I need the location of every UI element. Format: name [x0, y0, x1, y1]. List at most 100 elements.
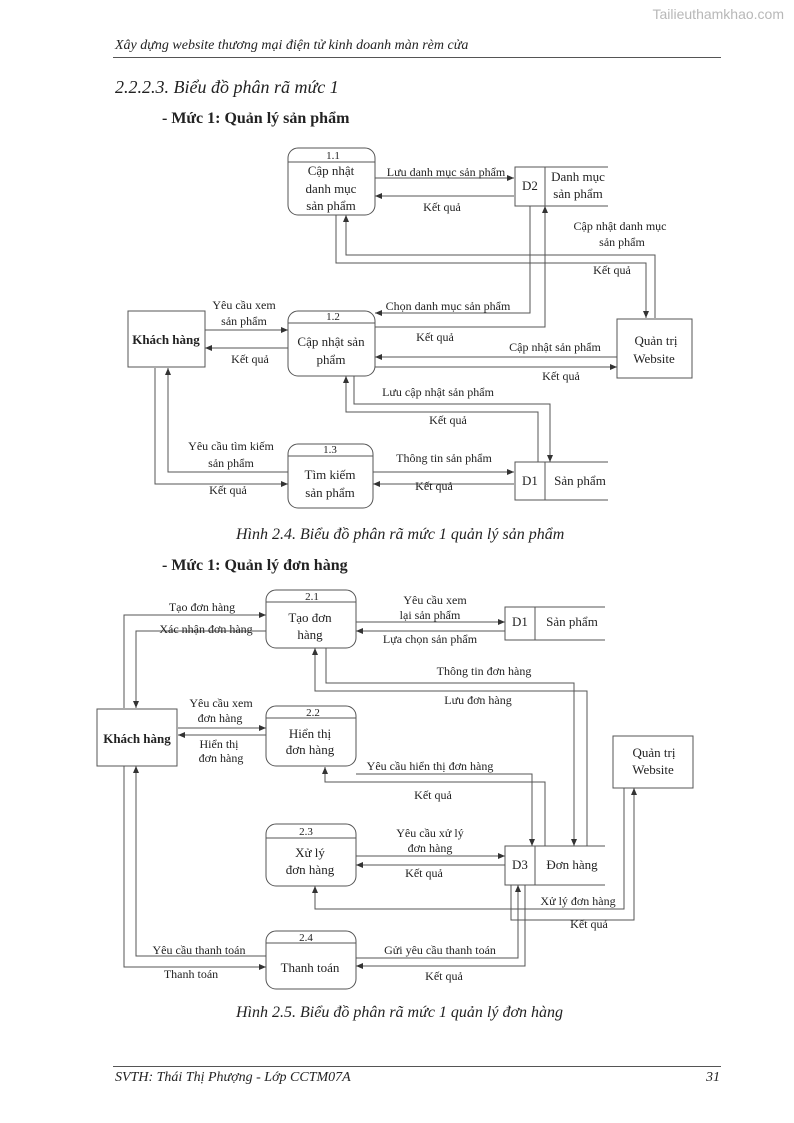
entity-quan-tri-2-line2: Website	[632, 762, 674, 777]
label-thanh-toan: Thanh toán	[164, 967, 218, 981]
subheading-product: - Mức 1: Quản lý sản phẩm	[162, 110, 350, 127]
label-yc-xem-dh-2: đơn hàng	[198, 711, 243, 725]
datastore-d2-name-1: Danh mục	[551, 169, 605, 184]
process-1-2-number: 1.2	[326, 311, 340, 323]
process-1-3[interactable]	[287, 443, 374, 509]
label-kq-23: Kết quả	[405, 866, 443, 880]
entity-khach-hang-2-label: Khách hàng	[103, 731, 171, 746]
label-hien-thi-2: đơn hàng	[199, 751, 244, 765]
label-luu-cn: Lưu cập nhật sản phẩm	[382, 385, 494, 399]
label-cn-dm-2: sản phẩm	[599, 235, 645, 249]
label-cn-sp: Cập nhật sản phẩm	[509, 340, 601, 354]
process-2-1[interactable]	[265, 589, 357, 649]
label-yc-xu-ly-2: đơn hàng	[408, 841, 453, 855]
dfd-product-management: Khách hàng Quản trị Website 1.1 Cập nhật…	[127, 147, 693, 509]
process-2-1-label-2: hàng	[297, 627, 323, 642]
process-2-3-number: 2.3	[299, 826, 313, 838]
label-yc-tim-1: Yêu cầu tìm kiếm	[188, 439, 274, 453]
figure-caption-2: Hình 2.5. Biểu đồ phân rã mức 1 quản lý …	[236, 1004, 564, 1021]
subheading-order: - Mức 1: Quản lý đơn hàng	[162, 557, 348, 574]
entity-khach-hang-1[interactable]	[127, 310, 206, 368]
datastore-d2-name-2: sản phẩm	[553, 186, 602, 201]
process-2-2-number: 2.2	[306, 707, 320, 719]
process-2-2-label-2: đơn hàng	[286, 742, 335, 757]
process-2-2[interactable]	[265, 705, 357, 767]
label-yc-tim-2: sản phẩm	[208, 456, 254, 470]
label-kq-13: Kết quả	[209, 483, 247, 497]
datastore-d2-id: D2	[522, 178, 538, 193]
label-yc-xem-lai-1: Yêu cầu xem	[403, 593, 467, 607]
flow-luu-dh	[312, 648, 588, 846]
datastore-d1-orders-name: Sản phẩm	[546, 614, 598, 629]
datastore-d1-orders[interactable]	[504, 606, 605, 641]
entity-khach-hang-1-label: Khách hàng	[132, 332, 200, 347]
figure-caption-1: Hình 2.4. Biểu đồ phân rã mức 1 quản lý …	[236, 526, 565, 543]
entity-khach-hang-2[interactable]	[96, 708, 178, 767]
flow-tt-dh	[325, 648, 577, 846]
process-2-3[interactable]	[265, 823, 357, 887]
datastore-d1[interactable]	[514, 461, 608, 501]
flow-kq-22	[322, 767, 546, 846]
flow-tao-dh	[123, 612, 266, 708]
flow-gui-yc-tt	[356, 885, 521, 959]
label-chon-dm: Chọn danh mục sản phẩm	[386, 299, 511, 313]
label-kq-qt1: Kết quả	[593, 263, 631, 277]
datastore-d1-id: D1	[522, 473, 538, 488]
label-luu-dm: Lưu danh mục sản phẩm	[387, 165, 506, 179]
datastore-d1-name: Sản phẩm	[554, 473, 606, 488]
datastore-d3[interactable]	[504, 845, 605, 886]
entity-quan-tri-2-line1: Quản trị	[633, 745, 676, 760]
label-xu-ly-dh: Xử lý đơn hàng	[540, 894, 615, 908]
page-number: 31	[706, 1070, 720, 1085]
flow-kq-qt1	[343, 215, 656, 318]
label-kq-qt2: Kết quả	[542, 369, 580, 383]
flow-kq-qt	[510, 788, 637, 921]
flow-xn-dh	[133, 630, 266, 708]
label-kq-qt: Kết quả	[570, 917, 608, 931]
watermark: Tailieuthamkhao.com	[652, 6, 784, 22]
flow-kq-13	[154, 368, 288, 487]
flow-kq-12a	[375, 206, 548, 328]
footer-divider	[113, 1066, 721, 1067]
label-lua-chon: Lựa chọn sản phẩm	[383, 632, 478, 646]
process-1-1-label-3: sản phẩm	[306, 198, 355, 213]
label-luu-dh: Lưu đơn hàng	[444, 693, 512, 707]
datastore-d2[interactable]	[514, 166, 608, 207]
label-cn-dm-1: Cập nhật danh mục	[574, 219, 667, 233]
process-1-2-label-1: Cập nhật sản	[297, 334, 365, 349]
process-1-1-label-2: danh mục	[306, 181, 357, 196]
section-title: 2.2.2.3. Biểu đồ phân rã mức 1	[115, 77, 339, 97]
process-2-3-label-1: Xử lý	[295, 845, 325, 860]
flow-cn-dm	[335, 215, 649, 318]
label-xn-dh: Xác nhận đơn hàng	[159, 622, 252, 636]
process-2-4-number: 2.4	[299, 932, 313, 944]
datastore-d3-name: Đơn hàng	[546, 857, 598, 872]
label-kq-12b: Kết quả	[429, 413, 467, 427]
label-kq-11: Kết quả	[423, 200, 461, 214]
entity-quan-tri-1[interactable]	[616, 318, 693, 379]
label-yc-xem-dh-1: Yêu cầu xem	[189, 696, 253, 710]
process-1-1[interactable]	[287, 147, 376, 216]
label-yc-hien-thi: Yêu cầu hiển thị đơn hàng	[367, 759, 494, 773]
flow-luu-cn	[353, 376, 553, 462]
label-yc-xem-2: sản phẩm	[221, 314, 267, 328]
process-1-3-number: 1.3	[323, 444, 337, 456]
process-2-4-label-1: Thanh toán	[281, 960, 340, 975]
label-kq-d1: Kết quả	[415, 479, 453, 493]
process-1-2[interactable]	[287, 310, 376, 377]
label-yc-xu-ly-1: Yêu cầu xử lý	[396, 826, 463, 840]
flow-thanh-toan	[123, 766, 266, 970]
label-tt-sp: Thông tin sản phẩm	[396, 451, 492, 465]
process-1-3-label-1: Tìm kiếm	[305, 467, 356, 482]
flow-kq-24	[356, 885, 526, 969]
flow-yc-tt	[133, 766, 266, 957]
entity-quan-tri-2[interactable]	[612, 735, 694, 789]
process-2-4[interactable]	[265, 930, 357, 990]
label-kq-24: Kết quả	[425, 969, 463, 983]
label-yc-xem-1: Yêu cầu xem	[212, 298, 276, 312]
process-1-2-label-2: phẩm	[317, 352, 346, 367]
flow-kq-12b	[343, 376, 539, 462]
entity-quan-tri-1-line2: Website	[633, 351, 675, 366]
datastore-d1-orders-id: D1	[512, 614, 528, 629]
label-yc-xem-lai-2: lại sản phẩm	[400, 608, 461, 622]
